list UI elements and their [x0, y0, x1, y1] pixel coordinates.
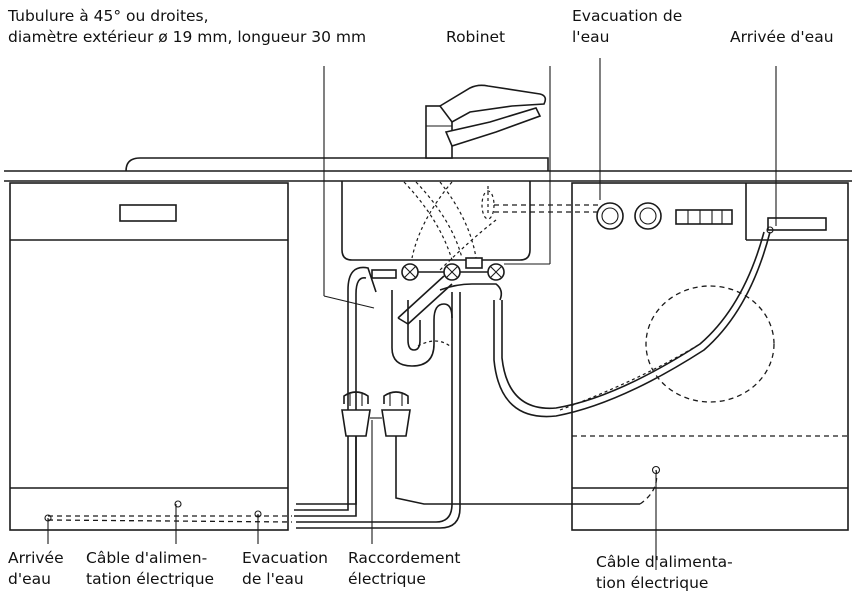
- sink-rim: [125, 157, 549, 172]
- label-arrivee-top: Arrivée d'eau: [730, 27, 834, 48]
- label-cable-left-line2: tation électrique: [86, 570, 215, 588]
- siphon-trap: [391, 290, 453, 367]
- dishwasher-drain-hose: [294, 266, 397, 517]
- label-cable-right: Câble d'alimenta- tion électrique: [596, 552, 733, 594]
- label-evacuation-top: Evacuation de l'eau: [572, 6, 682, 48]
- dishwasher-base-dashed: [44, 500, 293, 523]
- label-arrivee-bottom: Arrivée d'eau: [8, 548, 64, 590]
- label-evacuation-bottom-line1: Evacuation: [242, 549, 328, 567]
- label-cable-right-line1: Câble d'alimenta-: [596, 553, 733, 571]
- tubulure-pipe: [397, 275, 453, 325]
- label-raccordement: Raccordement électrique: [348, 548, 460, 590]
- label-cable-right-line2: tion électrique: [596, 574, 709, 592]
- label-evacuation-bottom: Evacuation de l'eau: [242, 548, 328, 590]
- label-arrivee-top-text: Arrivée d'eau: [730, 28, 834, 46]
- label-evacuation-bottom-line2: de l'eau: [242, 570, 304, 588]
- label-cable-left-line1: Câble d'alimen-: [86, 549, 208, 567]
- dishwasher-inlet-hose: [296, 292, 461, 529]
- label-raccordement-line2: électrique: [348, 570, 426, 588]
- leader-lines: [47, 58, 777, 570]
- label-tubulure-line1: Tubulure à 45° ou droites,: [8, 7, 209, 25]
- label-robinet: Robinet: [446, 27, 505, 48]
- label-arrivee-bottom-line1: Arrivée: [8, 549, 64, 567]
- label-tubulure-line2: diamètre extérieur ø 19 mm, longueur 30 …: [8, 28, 367, 46]
- hidden-pipes: [403, 181, 598, 271]
- label-arrivee-bottom-line2: d'eau: [8, 570, 51, 588]
- angle-valves: [401, 257, 505, 301]
- label-robinet-text: Robinet: [446, 28, 506, 46]
- washing-machine: [571, 182, 849, 531]
- washer-inlet-hose: [493, 226, 774, 418]
- label-cable-left: Câble d'alimen- tation électrique: [86, 548, 214, 590]
- electrical-sockets: [296, 391, 658, 505]
- dishwasher: [9, 182, 289, 531]
- label-evacuation-top-line2: l'eau: [572, 28, 610, 46]
- label-tubulure: Tubulure à 45° ou droites, diamètre exté…: [8, 6, 366, 48]
- label-raccordement-line1: Raccordement: [348, 549, 461, 567]
- countertop: [4, 170, 852, 182]
- faucet-robinet: [425, 84, 547, 159]
- sink-basin: [341, 181, 531, 261]
- label-evacuation-top-line1: Evacuation de: [572, 7, 683, 25]
